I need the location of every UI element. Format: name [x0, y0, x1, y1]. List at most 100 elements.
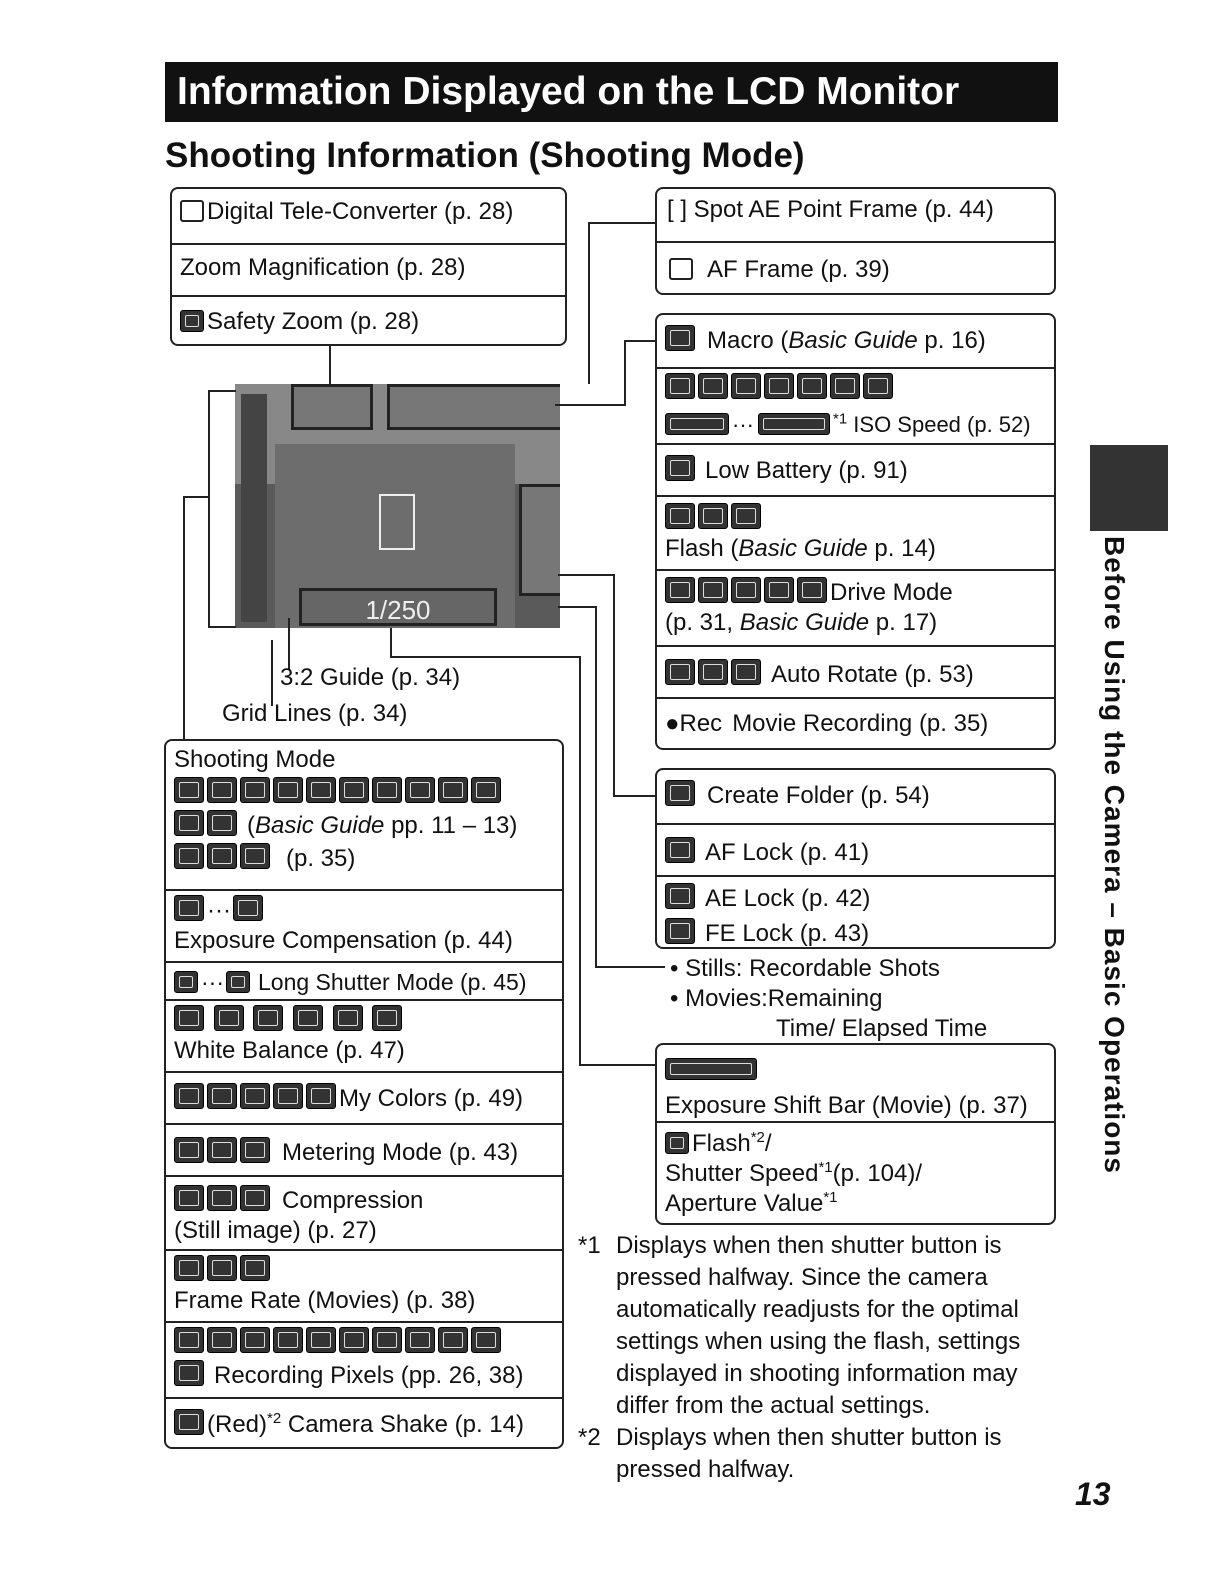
low-battery-icon: [665, 455, 695, 481]
guide-32-label: 3:2 Guide (p. 34): [280, 664, 461, 691]
mode-underwater-icon: [207, 810, 237, 836]
flash-on-icon: [698, 503, 728, 529]
flash-shutter-aperture-row: Flash*2/ Shutter Speed*1(p. 104)/ Apertu…: [657, 1121, 1054, 1223]
connector-line: [624, 340, 655, 342]
shooting-mode-row: Shooting Mode (Basic Guide pp. 11 – 13) …: [166, 745, 562, 890]
iso-row: ···*1 ISO Speed (p. 52): [657, 367, 1054, 443]
connector-line: [613, 574, 615, 796]
ae-lock-icon: [665, 883, 695, 909]
mode-scn-icon: [240, 843, 270, 869]
frame-rate-60-icon: [174, 1255, 204, 1281]
pixels-160-icon: [174, 1360, 204, 1386]
metering-mode-row: Metering Mode (p. 43): [166, 1123, 562, 1175]
pixels-320-icon: [471, 1327, 501, 1353]
af-frame-icon: [669, 258, 693, 280]
safety-zoom-icon: [180, 310, 204, 332]
connector-line: [208, 626, 236, 628]
lcd-left-icons: [241, 394, 267, 622]
drive-continuous-icon: [698, 577, 728, 603]
zoom-box: Digital Tele-Converter (p. 28) Zoom Magn…: [170, 187, 567, 346]
lcd-top-icons-left: [291, 384, 373, 430]
connector-line: [558, 606, 596, 608]
iso-1600-step-icon: [757, 413, 830, 435]
rotate-normal-icon: [665, 659, 695, 685]
af-frame-box: [ ] Spot AE Point Frame (p. 44) AF Frame…: [655, 187, 1056, 295]
camera-shake-row: (Red)*2 Camera Shake (p. 14): [166, 1397, 562, 1447]
long-shutter-row: ···Long Shutter Mode (p. 45): [166, 961, 562, 999]
drive-single-icon: [665, 577, 695, 603]
pixels-large-icon: [174, 1327, 204, 1353]
mode-landscape-icon: [273, 777, 303, 803]
metering-spot-icon: [240, 1137, 270, 1163]
rec-indicator-icon: ●Rec: [665, 710, 723, 737]
rotate-right-icon: [731, 659, 761, 685]
connector-line: [613, 795, 657, 797]
iso-200-icon: [797, 373, 827, 399]
chapter-tab-marker: [1090, 445, 1168, 531]
lcd-right-column: [519, 484, 560, 596]
iso-800-icon: [863, 373, 893, 399]
color-bw-icon: [273, 1083, 303, 1109]
mode-manual-icon: [207, 777, 237, 803]
recording-pixels-row: Recording Pixels (pp. 26, 38): [166, 1321, 562, 1397]
connector-line: [595, 966, 665, 968]
iso-speed-line: ···*1 ISO Speed (p. 52): [665, 410, 1046, 440]
pixels-m3-icon: [273, 1327, 303, 1353]
af-lock-row: AF Lock (p. 41): [657, 823, 1054, 877]
mode-kids-pets-icon: [339, 777, 369, 803]
create-folder-row: Create Folder (p. 54): [657, 780, 1054, 824]
wb-cloudy-icon: [213, 1005, 244, 1031]
footnote-2-text: Displays when then shutter button is pre…: [616, 1424, 1002, 1483]
mode-foliage-icon: [438, 777, 468, 803]
lcd-top-icons-right: [387, 384, 560, 430]
chapter-tab-label: Before Using the Camera – Basic Operatio…: [1099, 536, 1130, 1174]
flash-row: Flash (Basic Guide p. 14): [657, 495, 1054, 569]
connector-line: [208, 390, 210, 626]
compression-fine-icon: [207, 1185, 237, 1211]
macro-icon: [665, 325, 695, 351]
mode-stitch-icon: [207, 843, 237, 869]
connector-line: [588, 222, 655, 224]
long-shutter-15s-icon: [225, 971, 250, 993]
pixels-date-icon: [372, 1327, 402, 1353]
color-vivid-icon: [174, 1083, 204, 1109]
mode-fireworks-icon: [174, 810, 204, 836]
wb-tungsten-icon: [253, 1005, 284, 1031]
section-title: Shooting Information (Shooting Mode): [165, 136, 805, 175]
mode-indoor-icon: [372, 777, 402, 803]
tele-converter-row: Digital Tele-Converter (p. 28): [172, 197, 565, 247]
right-list-box: Macro (Basic Guide p. 16) ···*1 ISO Spee…: [655, 313, 1056, 750]
lock-box: Create Folder (p. 54) AF Lock (p. 41) AE…: [655, 768, 1056, 949]
iso-80-icon: [731, 373, 761, 399]
footnote-1-text: Displays when then shutter button is pre…: [616, 1232, 1021, 1419]
metering-evaluative-icon: [174, 1137, 204, 1163]
pixels-postcard-icon: [339, 1327, 369, 1353]
mode-snow-icon: [471, 777, 501, 803]
recordable-shots-note: • Stills: Recordable Shots • Movies:Rema…: [670, 955, 988, 1042]
ae-lock-row: AE Lock (p. 42) FE Lock (p. 43): [657, 875, 1054, 947]
color-sepia-icon: [240, 1083, 270, 1109]
white-balance-row: White Balance (p. 47): [166, 999, 562, 1071]
auto-rotate-row: Auto Rotate (p. 53): [657, 645, 1054, 699]
safety-zoom-row: Safety Zoom (p. 28): [172, 295, 565, 344]
mode-sports-icon: [405, 777, 435, 803]
lcd-af-frame: [379, 494, 415, 550]
drive-timer-2s-icon: [764, 577, 794, 603]
compression-superfine-icon: [174, 1185, 204, 1211]
exposure-compensation-row: ··· Exposure Compensation (p. 44): [166, 889, 562, 961]
frame-rate-15-icon: [240, 1255, 270, 1281]
mode-portrait-icon: [240, 777, 270, 803]
footnote-2-mark: *2: [578, 1424, 601, 1451]
connector-line: [555, 404, 625, 406]
iso-auto-icon: [665, 373, 695, 399]
low-battery-row: Low Battery (p. 91): [657, 443, 1054, 495]
connector-line: [329, 346, 331, 384]
fe-lock-icon: [665, 918, 695, 944]
wb-fluorescent-h-icon: [332, 1005, 363, 1031]
iso-icons: [665, 373, 1046, 404]
color-neutral-icon: [207, 1083, 237, 1109]
connector-line: [271, 640, 273, 706]
flash-icon: [665, 1132, 689, 1154]
metering-center-icon: [207, 1137, 237, 1163]
